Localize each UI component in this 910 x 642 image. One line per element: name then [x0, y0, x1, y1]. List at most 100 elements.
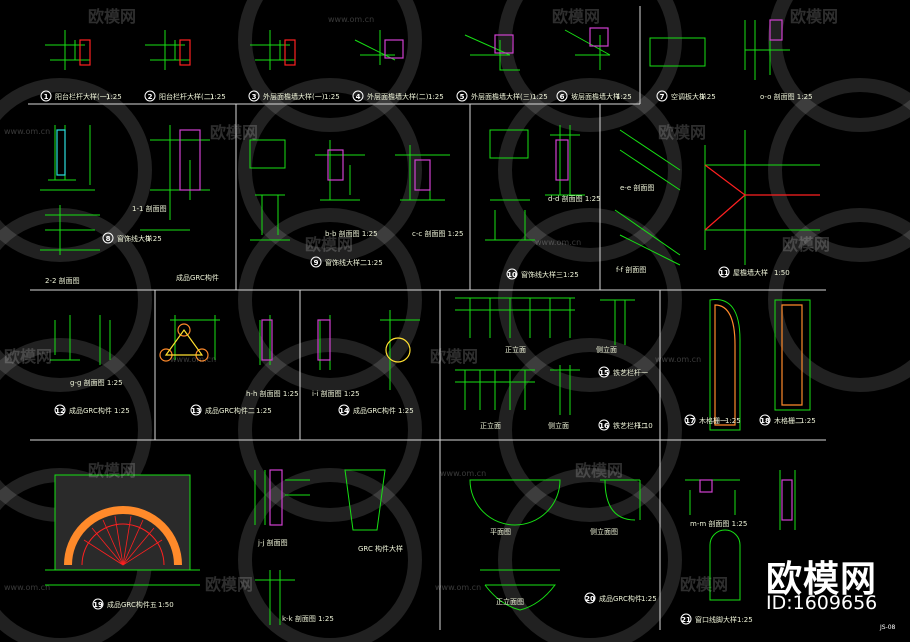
svg-text:窗口线脚大样: 窗口线脚大样: [695, 615, 737, 624]
svg-text:1:25: 1:25: [428, 93, 444, 101]
detail-title-grc-label: 成品GRC构件: [176, 273, 219, 282]
svg-text:坡层面檐墙大样: 坡层面檐墙大样: [571, 92, 620, 101]
colored-accents: [56, 19, 820, 526]
watermarks: 欧模网 欧模网 欧模网 欧模网 欧模网 欧模网 欧模网 欧模网 欧模网 欧模网 …: [4, 7, 838, 594]
svg-text:欧模网: 欧模网: [680, 575, 728, 594]
svg-text:1:25: 1:25: [398, 407, 414, 415]
svg-text:1:25: 1:25: [737, 616, 753, 624]
svg-text:铁艺栏杆二: 铁艺栏杆二: [613, 421, 648, 430]
svg-text:www.om.cn: www.om.cn: [170, 355, 216, 364]
svg-text:www.om.cn: www.om.cn: [4, 583, 50, 592]
brand-id-text: ID:1609656: [766, 592, 878, 614]
side-elevation-label-3: 侧立面图: [590, 527, 618, 536]
svg-text:木格栅一: 木格栅一: [699, 416, 727, 425]
svg-text:铁艺栏杆一: 铁艺栏杆一: [613, 368, 648, 377]
section-11-label: 1-1 剖面图: [132, 204, 167, 213]
svg-text:10: 10: [507, 271, 517, 279]
detail-title-4: 4 外层面檐墙大样(二)1:25: [352, 90, 444, 102]
grc-piece-label: GRC 构件大样: [358, 544, 403, 553]
svg-text:欧模网: 欧模网: [575, 461, 623, 480]
svg-text:1:25: 1:25: [367, 259, 383, 267]
svg-text:1:25: 1:25: [800, 417, 816, 425]
svg-text:窗饰线大样三: 窗饰线大样三: [521, 270, 563, 279]
detail-title-2: 2 阳台栏杆大样(二)1:25: [144, 90, 226, 102]
svg-text:7: 7: [660, 93, 665, 101]
section-jj-label: j-j 剖面图: [257, 538, 288, 547]
section-cc-label: c-c 剖面图 1:25: [412, 229, 463, 238]
section-ii-label: i-i 剖面图 1:25: [312, 389, 360, 398]
svg-text:窗饰线大样二: 窗饰线大样二: [325, 258, 367, 267]
svg-text:18: 18: [760, 417, 770, 425]
sheet-number: JS-08: [880, 624, 896, 631]
svg-text:成品GRC构件五: 成品GRC构件五: [107, 600, 157, 609]
svg-text:4: 4: [356, 93, 361, 101]
svg-text:1:25: 1:25: [563, 271, 579, 279]
svg-text:21: 21: [681, 616, 691, 624]
svg-text:1:25: 1:25: [725, 417, 741, 425]
svg-text:1:25: 1:25: [210, 93, 226, 101]
section-bb-label: b-b 剖面图 1:25: [325, 229, 378, 238]
svg-text:成品GRC构件: 成品GRC构件: [69, 406, 112, 415]
svg-text:成品GRC构件: 成品GRC构件: [599, 594, 642, 603]
svg-text:欧模网: 欧模网: [658, 123, 706, 142]
svg-text:14: 14: [339, 407, 349, 415]
svg-text:1:25: 1:25: [700, 93, 716, 101]
svg-text:阳台栏杆大样(一): 阳台栏杆大样(一): [55, 92, 110, 101]
svg-text:欧模网: 欧模网: [205, 575, 253, 594]
svg-text:欧模网: 欧模网: [430, 347, 478, 366]
svg-text:欧模网: 欧模网: [210, 123, 258, 142]
side-elevation-label: 侧立面: [596, 345, 617, 354]
svg-text:木格栅二: 木格栅二: [774, 416, 802, 425]
front-elevation-label: 正立面: [505, 345, 526, 354]
svg-text:窗饰线大样: 窗饰线大样: [117, 234, 152, 243]
svg-text:成品GRC构件: 成品GRC构件: [353, 406, 396, 415]
frame-lines: [28, 6, 826, 630]
svg-text:19: 19: [93, 601, 103, 609]
svg-text:1:50: 1:50: [774, 269, 790, 277]
svg-text:1:10: 1:10: [637, 422, 653, 430]
svg-text:www.om.cn: www.om.cn: [328, 15, 374, 24]
svg-text:1:50: 1:50: [158, 601, 174, 609]
svg-text:9: 9: [314, 259, 319, 267]
svg-text:3: 3: [252, 93, 257, 101]
svg-text:外层面檐墙大样(三): 外层面檐墙大样(三): [471, 92, 533, 101]
svg-text:欧模网: 欧模网: [790, 7, 838, 26]
section-kk-label: k-k 剖面图 1:25: [282, 614, 334, 623]
svg-text:1:25: 1:25: [114, 407, 130, 415]
svg-text:阳台栏杆大样(二): 阳台栏杆大样(二): [159, 92, 214, 101]
svg-text:www.om.cn: www.om.cn: [4, 127, 50, 136]
svg-text:2: 2: [148, 93, 153, 101]
svg-text:外层面檐墙大样(一): 外层面檐墙大样(一): [263, 92, 325, 101]
svg-text:外层面檐墙大样(二): 外层面檐墙大样(二): [367, 92, 429, 101]
svg-text:欧模网: 欧模网: [552, 7, 600, 26]
section-hh-label: h-h 剖面图 1:25: [246, 389, 299, 398]
svg-text:1:25: 1:25: [616, 93, 632, 101]
svg-text:16: 16: [599, 422, 609, 430]
svg-text:1:25: 1:25: [324, 93, 340, 101]
section-ff-label: f-f 剖面图: [616, 265, 646, 274]
svg-text:欧模网: 欧模网: [88, 461, 136, 480]
svg-text:1:25: 1:25: [641, 595, 657, 603]
grc-arch-detail: [45, 474, 200, 586]
svg-text:欧模网: 欧模网: [88, 7, 136, 26]
plan-label: 平面图: [490, 528, 511, 536]
svg-text:成品GRC构件二: 成品GRC构件二: [205, 406, 255, 415]
side-elevation-label-2: 侧立面: [548, 421, 569, 430]
